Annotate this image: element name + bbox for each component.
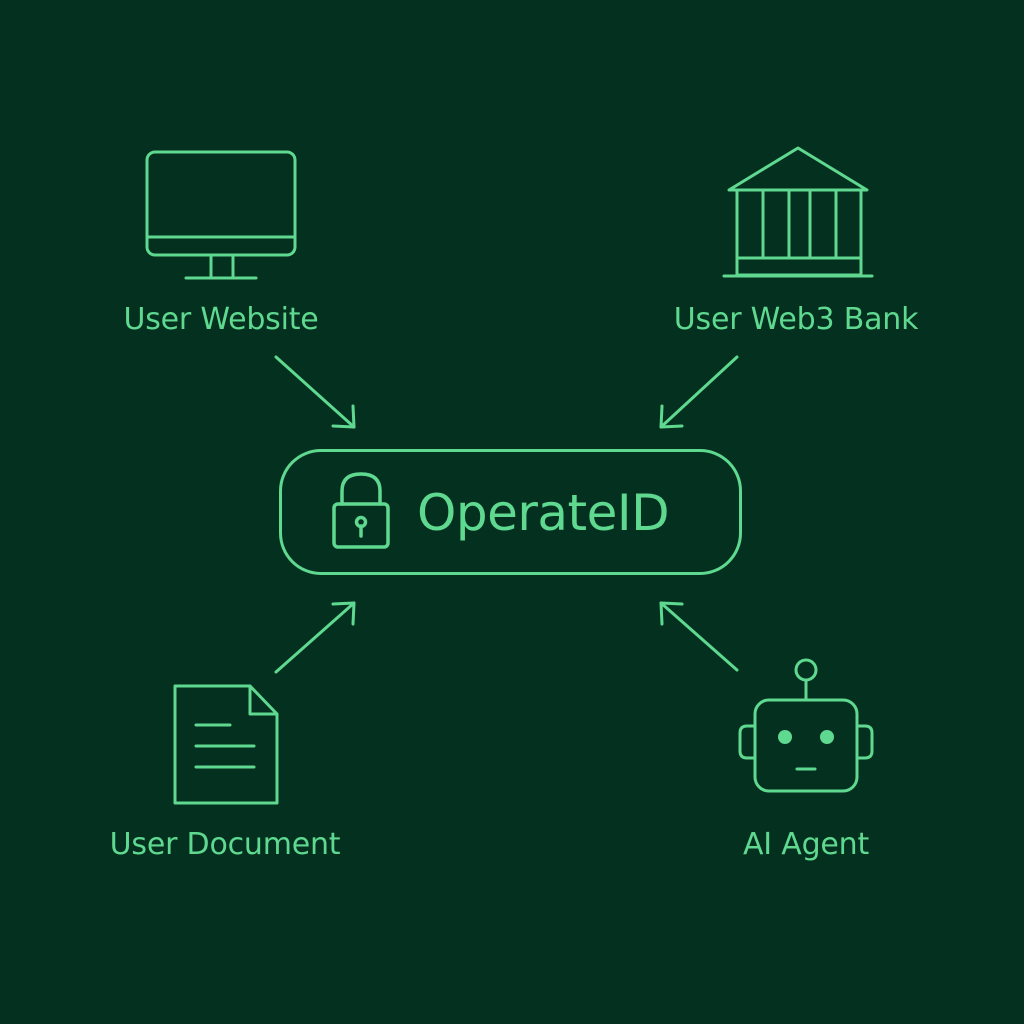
arrow-from-user-web3-bank <box>659 355 739 429</box>
robot-icon <box>738 658 874 793</box>
monitor-icon <box>145 150 297 280</box>
bank-building-icon <box>722 146 874 278</box>
document-icon <box>173 684 279 805</box>
operateid-hub-box <box>279 449 742 575</box>
ai-agent-label: AI Agent <box>742 827 870 862</box>
user-web3-bank-label: User Web3 Bank <box>673 302 919 337</box>
hub-title: OperateID <box>417 484 670 542</box>
arrow-from-user-website <box>274 355 356 429</box>
arrow-from-ai-agent <box>659 601 739 672</box>
padlock-icon <box>332 472 390 549</box>
arrow-from-user-document <box>274 601 356 674</box>
user-document-label: User Document <box>109 827 341 862</box>
user-website-label: User Website <box>123 302 319 337</box>
